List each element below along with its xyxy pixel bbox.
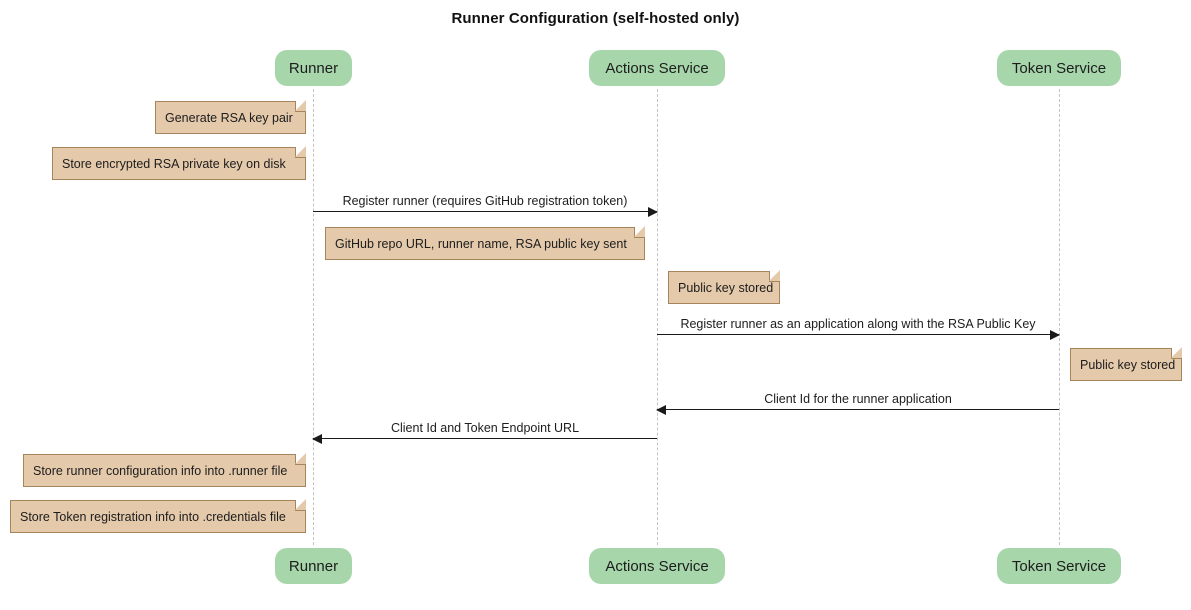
lifeline-runner bbox=[313, 89, 314, 545]
participant-label: Actions Service bbox=[605, 59, 709, 77]
message-label: Register runner (requires GitHub registr… bbox=[342, 194, 628, 208]
participant-label: Token Service bbox=[1011, 59, 1107, 77]
participant-runner-bottom[interactable]: Runner bbox=[275, 548, 352, 584]
participant-actions-service-top[interactable]: Actions Service bbox=[589, 50, 725, 86]
note-fold-corner-icon bbox=[295, 146, 306, 158]
note-text: Generate RSA key pair bbox=[165, 110, 293, 125]
message-label: Client Id and Token Endpoint URL bbox=[390, 421, 580, 435]
note-text: Public key stored bbox=[1080, 357, 1176, 372]
note-store-runner-configuration: Store runner configuration info into .ru… bbox=[23, 453, 306, 487]
message-client-id-and-token-endpoint: Client Id and Token Endpoint URL bbox=[312, 421, 657, 444]
participant-label: Runner bbox=[288, 59, 339, 77]
participant-actions-service-bottom[interactable]: Actions Service bbox=[589, 548, 725, 584]
lifeline-actions-service bbox=[657, 89, 658, 545]
note-github-repo-url: GitHub repo URL, runner name, RSA public… bbox=[325, 226, 645, 260]
arrowhead-right-icon bbox=[1050, 330, 1060, 340]
note-fold-corner-icon bbox=[295, 499, 306, 511]
arrowhead-left-icon bbox=[656, 405, 666, 415]
note-text: Public key stored bbox=[678, 280, 774, 295]
message-label: Client Id for the runner application bbox=[764, 392, 952, 406]
note-text: Store runner configuration info into .ru… bbox=[33, 463, 288, 478]
participant-label: Runner bbox=[288, 557, 339, 575]
note-store-encrypted-private-key: Store encrypted RSA private key on disk bbox=[52, 146, 306, 180]
participant-token-service-top[interactable]: Token Service bbox=[997, 50, 1121, 86]
participant-label: Actions Service bbox=[605, 557, 709, 575]
message-label: Register runner as an application along … bbox=[680, 317, 1036, 331]
note-fold-corner-icon bbox=[1171, 347, 1182, 359]
note-public-key-stored-token: Public key stored bbox=[1070, 347, 1182, 381]
arrowhead-right-icon bbox=[648, 207, 658, 217]
participant-runner-top[interactable]: Runner bbox=[275, 50, 352, 86]
note-store-token-registration: Store Token registration info into .cred… bbox=[10, 499, 306, 533]
participant-token-service-bottom[interactable]: Token Service bbox=[997, 548, 1121, 584]
lifeline-token-service bbox=[1059, 89, 1060, 545]
note-text: GitHub repo URL, runner name, RSA public… bbox=[335, 236, 627, 251]
participant-label: Token Service bbox=[1011, 557, 1107, 575]
arrowhead-left-icon bbox=[312, 434, 322, 444]
message-register-runner: Register runner (requires GitHub registr… bbox=[313, 194, 658, 217]
note-public-key-stored-actions: Public key stored bbox=[668, 270, 780, 304]
note-fold-corner-icon bbox=[769, 270, 780, 282]
message-register-application: Register runner as an application along … bbox=[657, 317, 1060, 340]
note-text: Store Token registration info into .cred… bbox=[20, 509, 286, 524]
message-client-id: Client Id for the runner application bbox=[656, 392, 1059, 415]
note-text: Store encrypted RSA private key on disk bbox=[62, 156, 286, 171]
note-fold-corner-icon bbox=[295, 100, 306, 112]
note-fold-corner-icon bbox=[634, 226, 645, 238]
note-generate-rsa-key-pair: Generate RSA key pair bbox=[155, 100, 306, 134]
note-fold-corner-icon bbox=[295, 453, 306, 465]
diagram-title: Runner Configuration (self-hosted only) bbox=[451, 10, 740, 27]
